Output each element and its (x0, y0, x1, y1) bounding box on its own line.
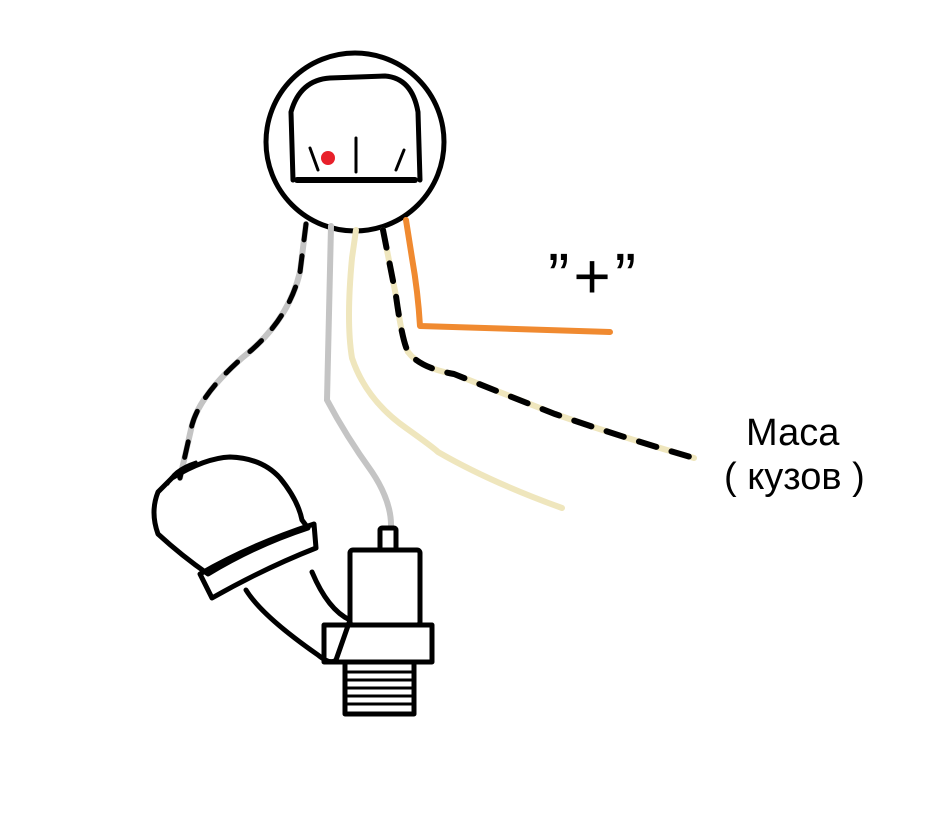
gauge (263, 50, 447, 234)
gauge-tick-right (394, 148, 406, 172)
housing-detail (166, 460, 198, 486)
hex-nut (321, 622, 435, 665)
ground-sublabel: ( кузов ) (724, 456, 865, 498)
gray-wire-tracer (177, 221, 309, 481)
gauge-window (288, 73, 423, 183)
wires (177, 217, 697, 531)
red-indicator-dot (321, 151, 335, 165)
thread-lines (345, 670, 414, 706)
gray-dashed-wire (177, 221, 309, 481)
sensor-stem (243, 569, 353, 665)
ground-label: Маса (746, 412, 840, 454)
beige-wire (346, 227, 565, 511)
orange-wire (403, 217, 613, 335)
right-sensor (321, 525, 435, 717)
left-sensor (151, 454, 353, 665)
gauge-tick-left (308, 146, 320, 172)
terminal-pin (377, 525, 399, 553)
beige-dashed-wire (380, 227, 697, 461)
connector-ring (197, 521, 319, 601)
plus-terminal-label: ”+” (548, 240, 640, 312)
gray-wire (323, 223, 395, 531)
ground-wire-tracer (380, 227, 697, 461)
sensor-body (347, 547, 423, 628)
